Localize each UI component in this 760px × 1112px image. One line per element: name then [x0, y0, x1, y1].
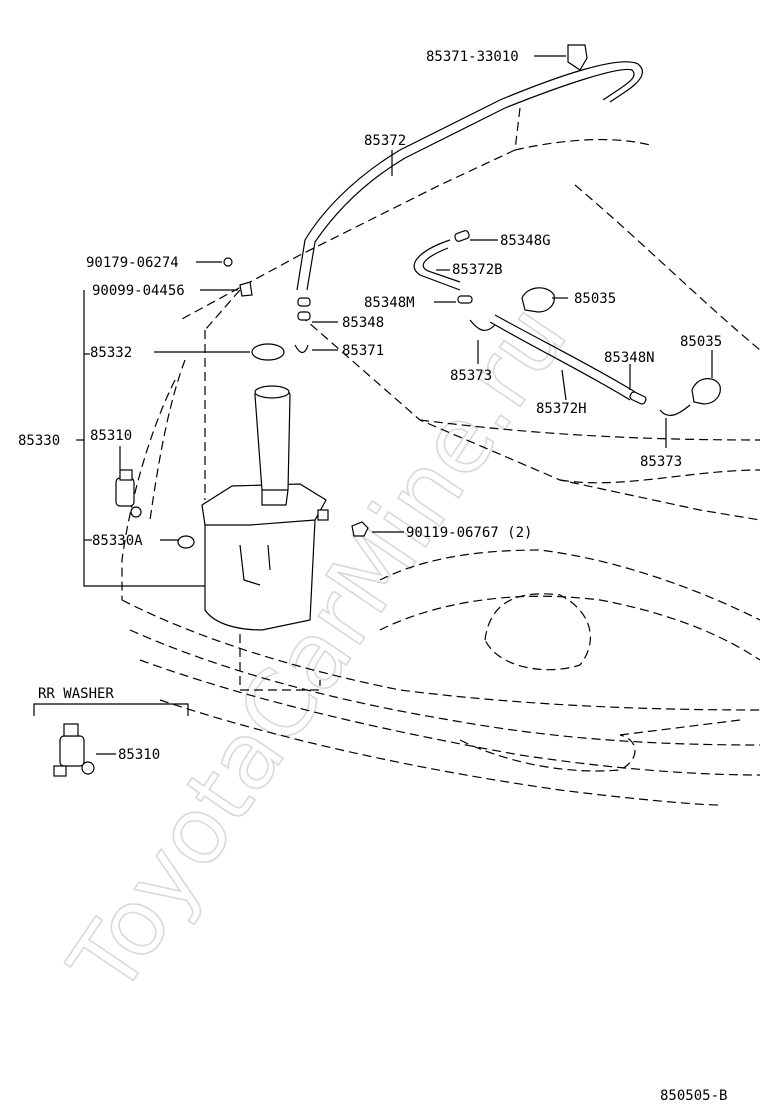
label-85348M: 85348M — [364, 295, 415, 311]
screw-90179 — [223, 257, 233, 267]
label-90119-06767: 90119-06767 (2) — [406, 525, 532, 541]
watermark-text: ToyotaCarMine.ru — [49, 286, 588, 1013]
label-85371: 85371 — [342, 343, 384, 359]
inset-title-rr-washer: RR WASHER — [38, 686, 114, 702]
rr-washer-inset — [33, 703, 189, 777]
label-85348N: 85348N — [604, 350, 655, 366]
rr-pump-outlet — [81, 761, 95, 775]
connector-85348-b — [297, 311, 311, 321]
label-90099-04456: 90099-04456 — [92, 283, 185, 299]
small-parts — [115, 44, 721, 549]
part-labels: 85371-33010 85372 85348G 85372B 90179-06… — [18, 49, 727, 1104]
bolt-90119 — [351, 521, 369, 537]
label-85035-a: 85035 — [574, 291, 616, 307]
footer-code: 850505-B — [660, 1088, 727, 1104]
cap-85332 — [251, 343, 285, 361]
nozzle-85035-b — [691, 378, 721, 405]
connector-85348-a — [297, 297, 311, 307]
label-85035-b: 85035 — [680, 334, 722, 350]
pump-85310 — [115, 477, 135, 507]
car-body-outline — [121, 107, 760, 806]
connector-85348M — [457, 295, 473, 304]
clip-85371-33010 — [567, 44, 588, 71]
label-85372H: 85372H — [536, 401, 587, 417]
connector-85348G — [454, 230, 470, 242]
connector-85348N — [629, 391, 647, 405]
label-85330: 85330 — [18, 433, 60, 449]
label-85330A: 85330A — [92, 533, 143, 549]
rr-pump-base — [53, 765, 67, 777]
label-85310-b: 85310 — [118, 747, 160, 763]
clip-90099 — [239, 281, 253, 297]
hoses — [294, 61, 691, 417]
label-85332: 85332 — [90, 345, 132, 361]
rr-pump-terminal — [63, 723, 79, 737]
label-85310-a: 85310 — [90, 428, 132, 444]
leader-lines — [76, 55, 713, 755]
rr-pump-85310 — [59, 735, 85, 767]
label-90179-06274: 90179-06274 — [86, 255, 179, 271]
label-85373-b: 85373 — [640, 454, 682, 470]
nozzle-85035-a — [521, 287, 555, 313]
label-85348: 85348 — [342, 315, 384, 331]
pump-85310-outlet — [130, 506, 142, 518]
washer-tank-85330 — [201, 385, 329, 631]
label-85372B: 85372B — [452, 262, 503, 278]
label-85348G: 85348G — [500, 233, 551, 249]
label-85373-a: 85373 — [450, 368, 492, 384]
pump-85310-terminal — [119, 469, 133, 481]
label-85372: 85372 — [364, 133, 406, 149]
label-85371-33010: 85371-33010 — [426, 49, 519, 65]
grommet-85330A — [177, 535, 195, 549]
